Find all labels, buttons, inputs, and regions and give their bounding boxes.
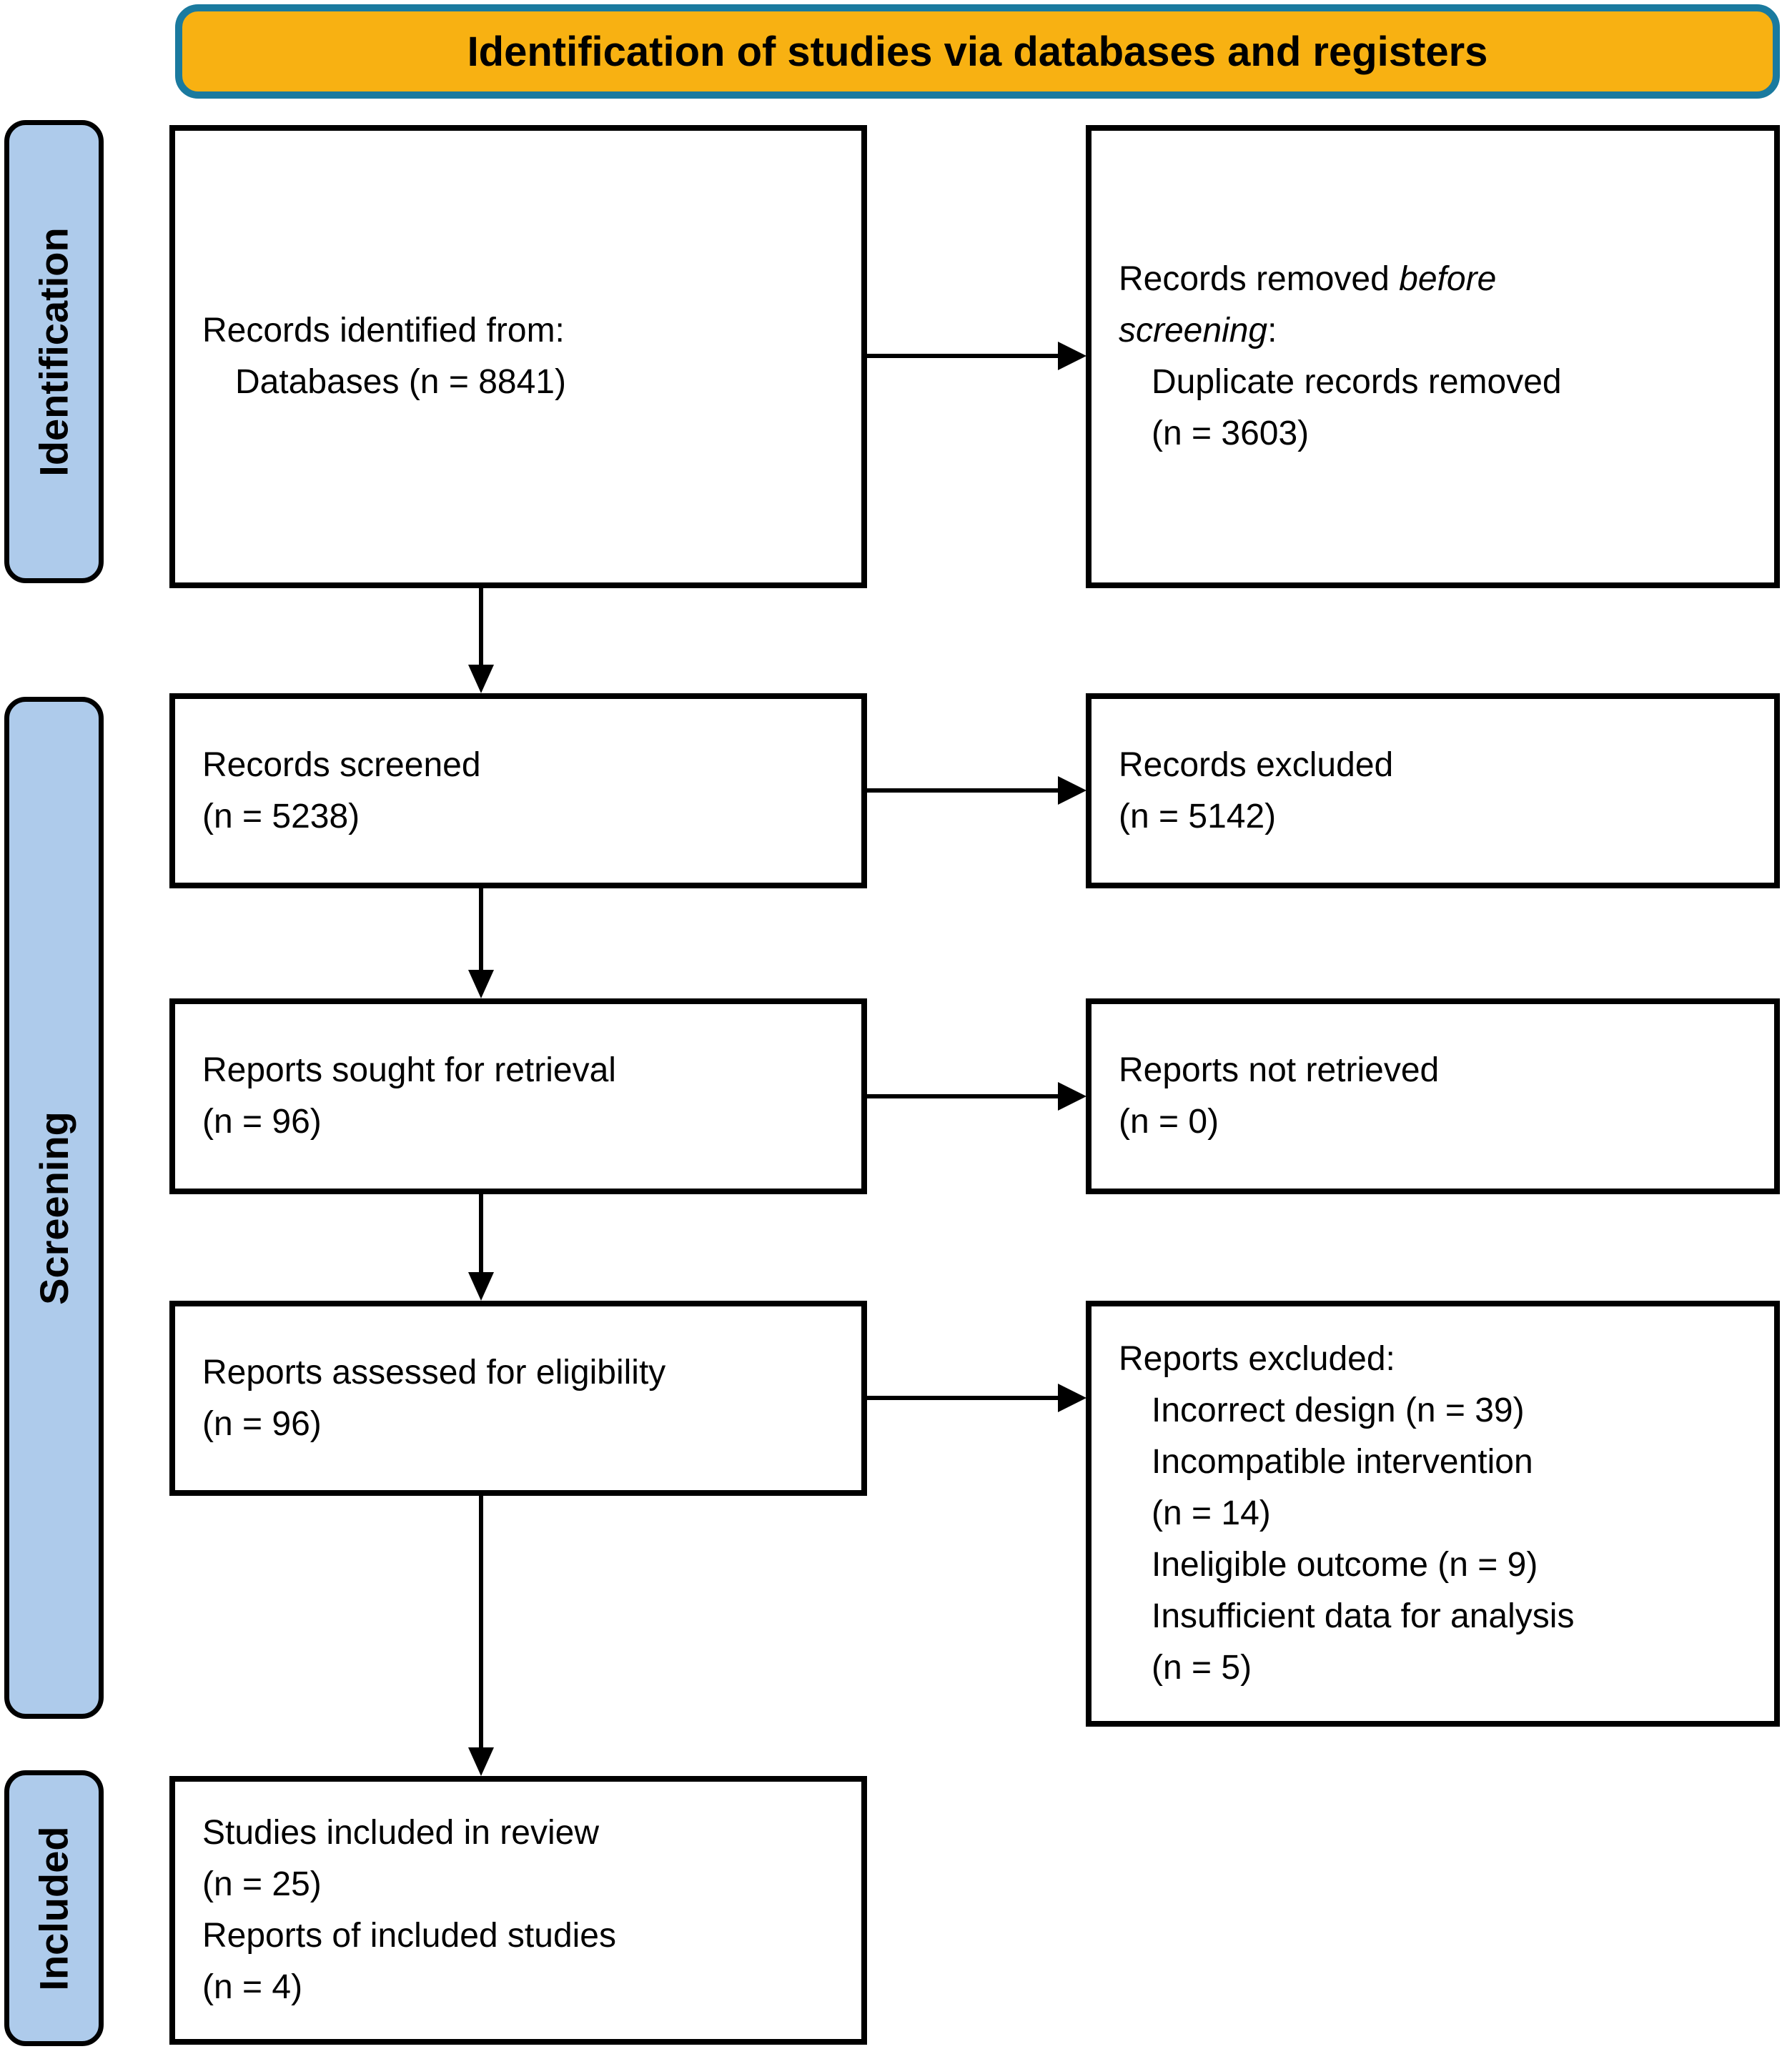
box-studies-included: Studies included in review (n = 25) Repo…: [169, 1776, 867, 2045]
box-records-screened-line1: Records screened: [202, 745, 481, 784]
box-reports-excluded: Reports excluded: Incorrect design (n = …: [1086, 1301, 1780, 1727]
box-reports-excluded-reason4-line2: (n = 5): [1152, 1649, 1252, 1687]
box-records-identified-line2: Databases (n = 8841): [235, 363, 566, 401]
connector-identified-to-removed-line: [865, 354, 1058, 358]
box-records-identified-line1: Records identified from:: [202, 312, 565, 349]
arrow-down-icon: [468, 970, 494, 998]
box-records-screened: Records screened (n = 5238): [169, 693, 867, 888]
box-records-excluded-line1: Records excluded: [1119, 745, 1394, 784]
box-reports-excluded-reason2-line2: (n = 14): [1152, 1494, 1271, 1532]
phase-label-identification-text: Identification: [31, 227, 77, 477]
connector-assessed-to-included-line: [479, 1496, 483, 1747]
arrow-right-icon: [1058, 1082, 1086, 1111]
connector-screened-to-sought-line: [479, 888, 483, 970]
box-studies-included-line3: Reports of included studies: [202, 1917, 616, 1955]
box-reports-excluded-reason1: Incorrect design (n = 39): [1152, 1391, 1525, 1429]
arrow-down-icon: [468, 1747, 494, 1776]
arrow-right-icon: [1058, 1384, 1086, 1412]
box-reports-not-retrieved-line2: (n = 0): [1119, 1103, 1219, 1141]
box-studies-included-line1: Studies included in review: [202, 1814, 599, 1852]
box-studies-included-line2: (n = 25): [202, 1865, 322, 1903]
arrow-right-icon: [1058, 342, 1086, 370]
banner: Identification of studies via databases …: [175, 4, 1780, 99]
arrow-down-icon: [468, 1272, 494, 1301]
box-reports-assessed: Reports assessed for eligibility (n = 96…: [169, 1301, 867, 1496]
connector-sought-to-not-retrieved-line: [865, 1094, 1058, 1098]
phase-label-screening-text: Screening: [31, 1111, 77, 1305]
arrow-right-icon: [1058, 776, 1086, 805]
box-records-excluded-line2: (n = 5142): [1119, 797, 1277, 835]
banner-title: Identification of studies via databases …: [467, 28, 1488, 75]
box-reports-not-retrieved-line1: Reports not retrieved: [1119, 1051, 1440, 1089]
box-records-identified: Records identified from: Databases (n = …: [169, 125, 867, 588]
connector-sought-to-assessed-line: [479, 1194, 483, 1272]
box-reports-sought-line2: (n = 96): [202, 1103, 322, 1141]
phase-label-included-text: Included: [31, 1825, 77, 1991]
box-studies-included-line4: (n = 4): [202, 1968, 303, 2006]
box-reports-excluded-reason3: Ineligible outcome (n = 9): [1152, 1546, 1538, 1584]
box-reports-assessed-line2: (n = 96): [202, 1404, 322, 1443]
connector-identified-to-screened-line: [479, 587, 483, 665]
box-reports-assessed-line1: Reports assessed for eligibility: [202, 1353, 666, 1391]
phase-label-identification: Identification: [4, 120, 104, 583]
box-records-removed-line2: screening:: [1119, 312, 1277, 349]
connector-screened-to-excluded-line: [865, 788, 1058, 793]
phase-label-included: Included: [4, 1770, 104, 2046]
box-records-removed: Records removed before screening: Duplic…: [1086, 125, 1780, 588]
box-records-removed-line4: (n = 3603): [1152, 415, 1310, 452]
box-reports-sought: Reports sought for retrieval (n = 96): [169, 998, 867, 1194]
box-reports-excluded-title: Reports excluded:: [1119, 1340, 1395, 1378]
box-reports-excluded-reason2-line1: Incompatible intervention: [1152, 1443, 1533, 1481]
connector-assessed-to-reports-excluded-line: [865, 1396, 1058, 1400]
box-records-excluded: Records excluded (n = 5142): [1086, 693, 1780, 888]
box-records-removed-line3: Duplicate records removed: [1152, 363, 1562, 401]
arrow-down-icon: [468, 665, 494, 693]
phase-label-screening: Screening: [4, 697, 104, 1719]
box-records-removed-line1: Records removed before: [1119, 260, 1497, 298]
box-reports-excluded-reason4-line1: Insufficient data for analysis: [1152, 1597, 1575, 1635]
box-reports-sought-line1: Reports sought for retrieval: [202, 1051, 616, 1089]
box-reports-not-retrieved: Reports not retrieved (n = 0): [1086, 998, 1780, 1194]
box-records-screened-line2: (n = 5238): [202, 797, 360, 835]
